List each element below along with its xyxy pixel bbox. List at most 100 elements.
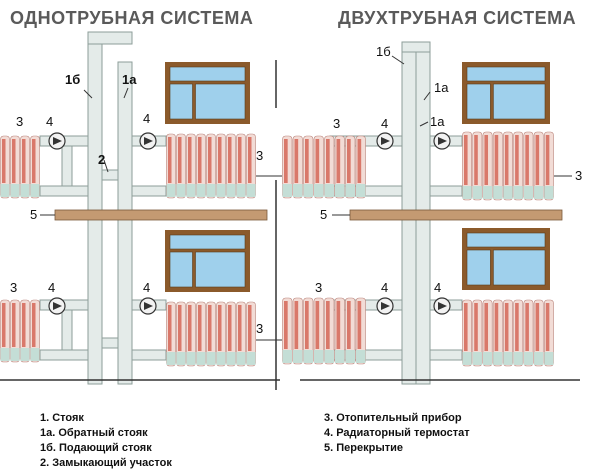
legend-item-5: 5. Перекрытие [324,442,403,454]
bypass-2-lower [101,337,119,349]
radiator-left-lower-b-fin [168,305,172,351]
radiator-left-lower-a-base [30,348,40,361]
radiator-left-lower-b-fin [218,305,222,351]
window-right-upper-pane-right [493,83,546,120]
window-left-upper-pane-right [195,83,246,120]
leader-1a-left [123,87,129,99]
radiator-right-upper-a-base [335,184,345,197]
window-left-upper-pane-left [169,83,193,120]
radiator-right-lower-b-fin [464,303,468,351]
radiator-left-upper-b-fin [198,137,202,183]
thermostat-right-lower-a-icon-arrow [381,302,390,310]
label-5-left: 5 [30,207,38,222]
radiator-right-lower-a-fin [294,301,299,349]
branch-right-upper-bottom [131,185,167,197]
radiator-right-lower-a-base [324,350,334,363]
riser-1a-left [117,61,133,385]
radiator-right-upper-a-base [345,184,355,197]
radiator-left-lower-b-base [186,352,196,365]
legend-item-3: 3. Отопительный прибор [324,412,462,424]
radiator-right-upper-b-base [493,186,503,199]
radiator-right-upper-b-base [534,186,544,199]
radiator-left-upper-a-fin [2,139,6,183]
leader-1b-left [83,89,93,99]
radiator-right-lower-a-base [293,350,303,363]
radiator-right-upper-a-fin [284,139,288,183]
radiator-right-lower-a-base [282,350,292,363]
radiator-left-upper-b-base [186,184,196,197]
radiator-right-upper-b-fin [515,135,519,185]
radiator-right-lower-b-base [493,352,503,365]
radiator-right-lower-b-fin [484,303,489,351]
radiator-right-upper-b-fin [484,135,489,185]
radiator-right-lower-a-base [345,350,355,363]
radiator-right-upper-b-fin [474,135,478,185]
radiator-left-lower-b-fin [188,305,192,351]
legend-item-4: 4. Радиаторный термостат [324,427,470,439]
label-3-left-upper-right: 3 [256,148,264,163]
radiator-right-lower-a-base [303,350,313,363]
radiator-right-lower-b-fin [545,303,550,351]
radiator-right-upper-b-base [503,186,513,199]
radiator-left-upper-b-fin [238,137,242,183]
radiator-left-upper-a-base [10,184,20,197]
riser-1b-left [87,31,103,385]
radiator-left-lower-b-base [166,352,176,365]
radiator-right-upper-b-base [462,186,472,199]
radiator-left-upper-b-base [226,184,236,197]
radiator-left-lower-b-base [226,352,236,365]
radiator-left-lower-a-fin [2,303,6,347]
radiator-right-upper-a-base [303,184,313,197]
label-4-right-lower-a: 4 [381,280,389,295]
radiator-right-lower-a-fin [336,301,341,349]
radiator-left-upper-b-fin [178,137,182,183]
radiator-right-lower-a-base [335,350,345,363]
radiator-right-upper-a-fin [347,139,351,183]
radiator-right-lower-b-fin [515,303,519,351]
label-3-left-lower-right: 3 [256,321,264,336]
legend-left: 1. Стояк 1а. Обратный стояк 1б. Подающий… [40,411,172,471]
radiator-right-upper-a-base [293,184,303,197]
legend-item-1: 1. Стояк [40,412,84,424]
radiator-left-lower-b-fin [198,305,202,351]
radiator-right-lower-a-base [314,350,324,363]
radiator-right-upper-a-fin [305,139,309,183]
radiator-left-upper-a-fin [32,139,36,183]
radiator-left-upper-a-base [20,184,30,197]
window-right-upper-pane-top [466,66,546,82]
radiator-left-upper-b-fin [218,137,222,183]
leader-1b-right [391,55,405,65]
radiator-right-upper-b-fin [535,135,540,185]
leader-1a-right [423,91,431,101]
radiator-right-upper-a-base [356,184,366,197]
radiator-left-lower-b-base [196,352,206,365]
radiator-right-lower-b-base [544,352,554,365]
label-4-left-lower-a: 4 [48,280,56,295]
radiator-right-lower-a-fin [357,301,362,349]
radiator-right-lower-b-base [472,352,482,365]
legend-right: 3. Отопительный прибор 4. Радиаторный те… [324,411,470,456]
radiator-right-upper-b-base [513,186,523,199]
radiator-right-lower-b-base [513,352,523,365]
radiator-right-lower-b-fin [474,303,478,351]
radiator-right-upper-a-base [314,184,324,197]
radiator-right-lower-b-fin [525,303,529,351]
window-left-lower-pane-left [169,251,193,288]
thermostat-right-upper-b-icon-arrow [438,137,447,145]
radiator-right-upper-a-fin [315,139,320,183]
window-right-lower-pane-right [493,249,546,286]
radiator-left-lower-b-base [176,352,186,365]
branch-right-lower-out-bottom [429,349,463,361]
radiator-left-upper-b-fin [208,137,212,183]
radiator-left-lower-a-base [0,348,10,361]
radiator-left-lower-a-fin [12,303,16,347]
radiator-left-lower-b-base [206,352,216,365]
thermostat-right-lower-b-icon-arrow [438,302,447,310]
branch-left-upper-bottom [39,185,89,197]
radiator-right-lower-b-fin [535,303,540,351]
radiator-left-lower-b-base [216,352,226,365]
label-4-left-upper-a: 4 [46,114,54,129]
radiator-right-upper-a-base [282,184,292,197]
riser-top-loop [87,31,133,45]
